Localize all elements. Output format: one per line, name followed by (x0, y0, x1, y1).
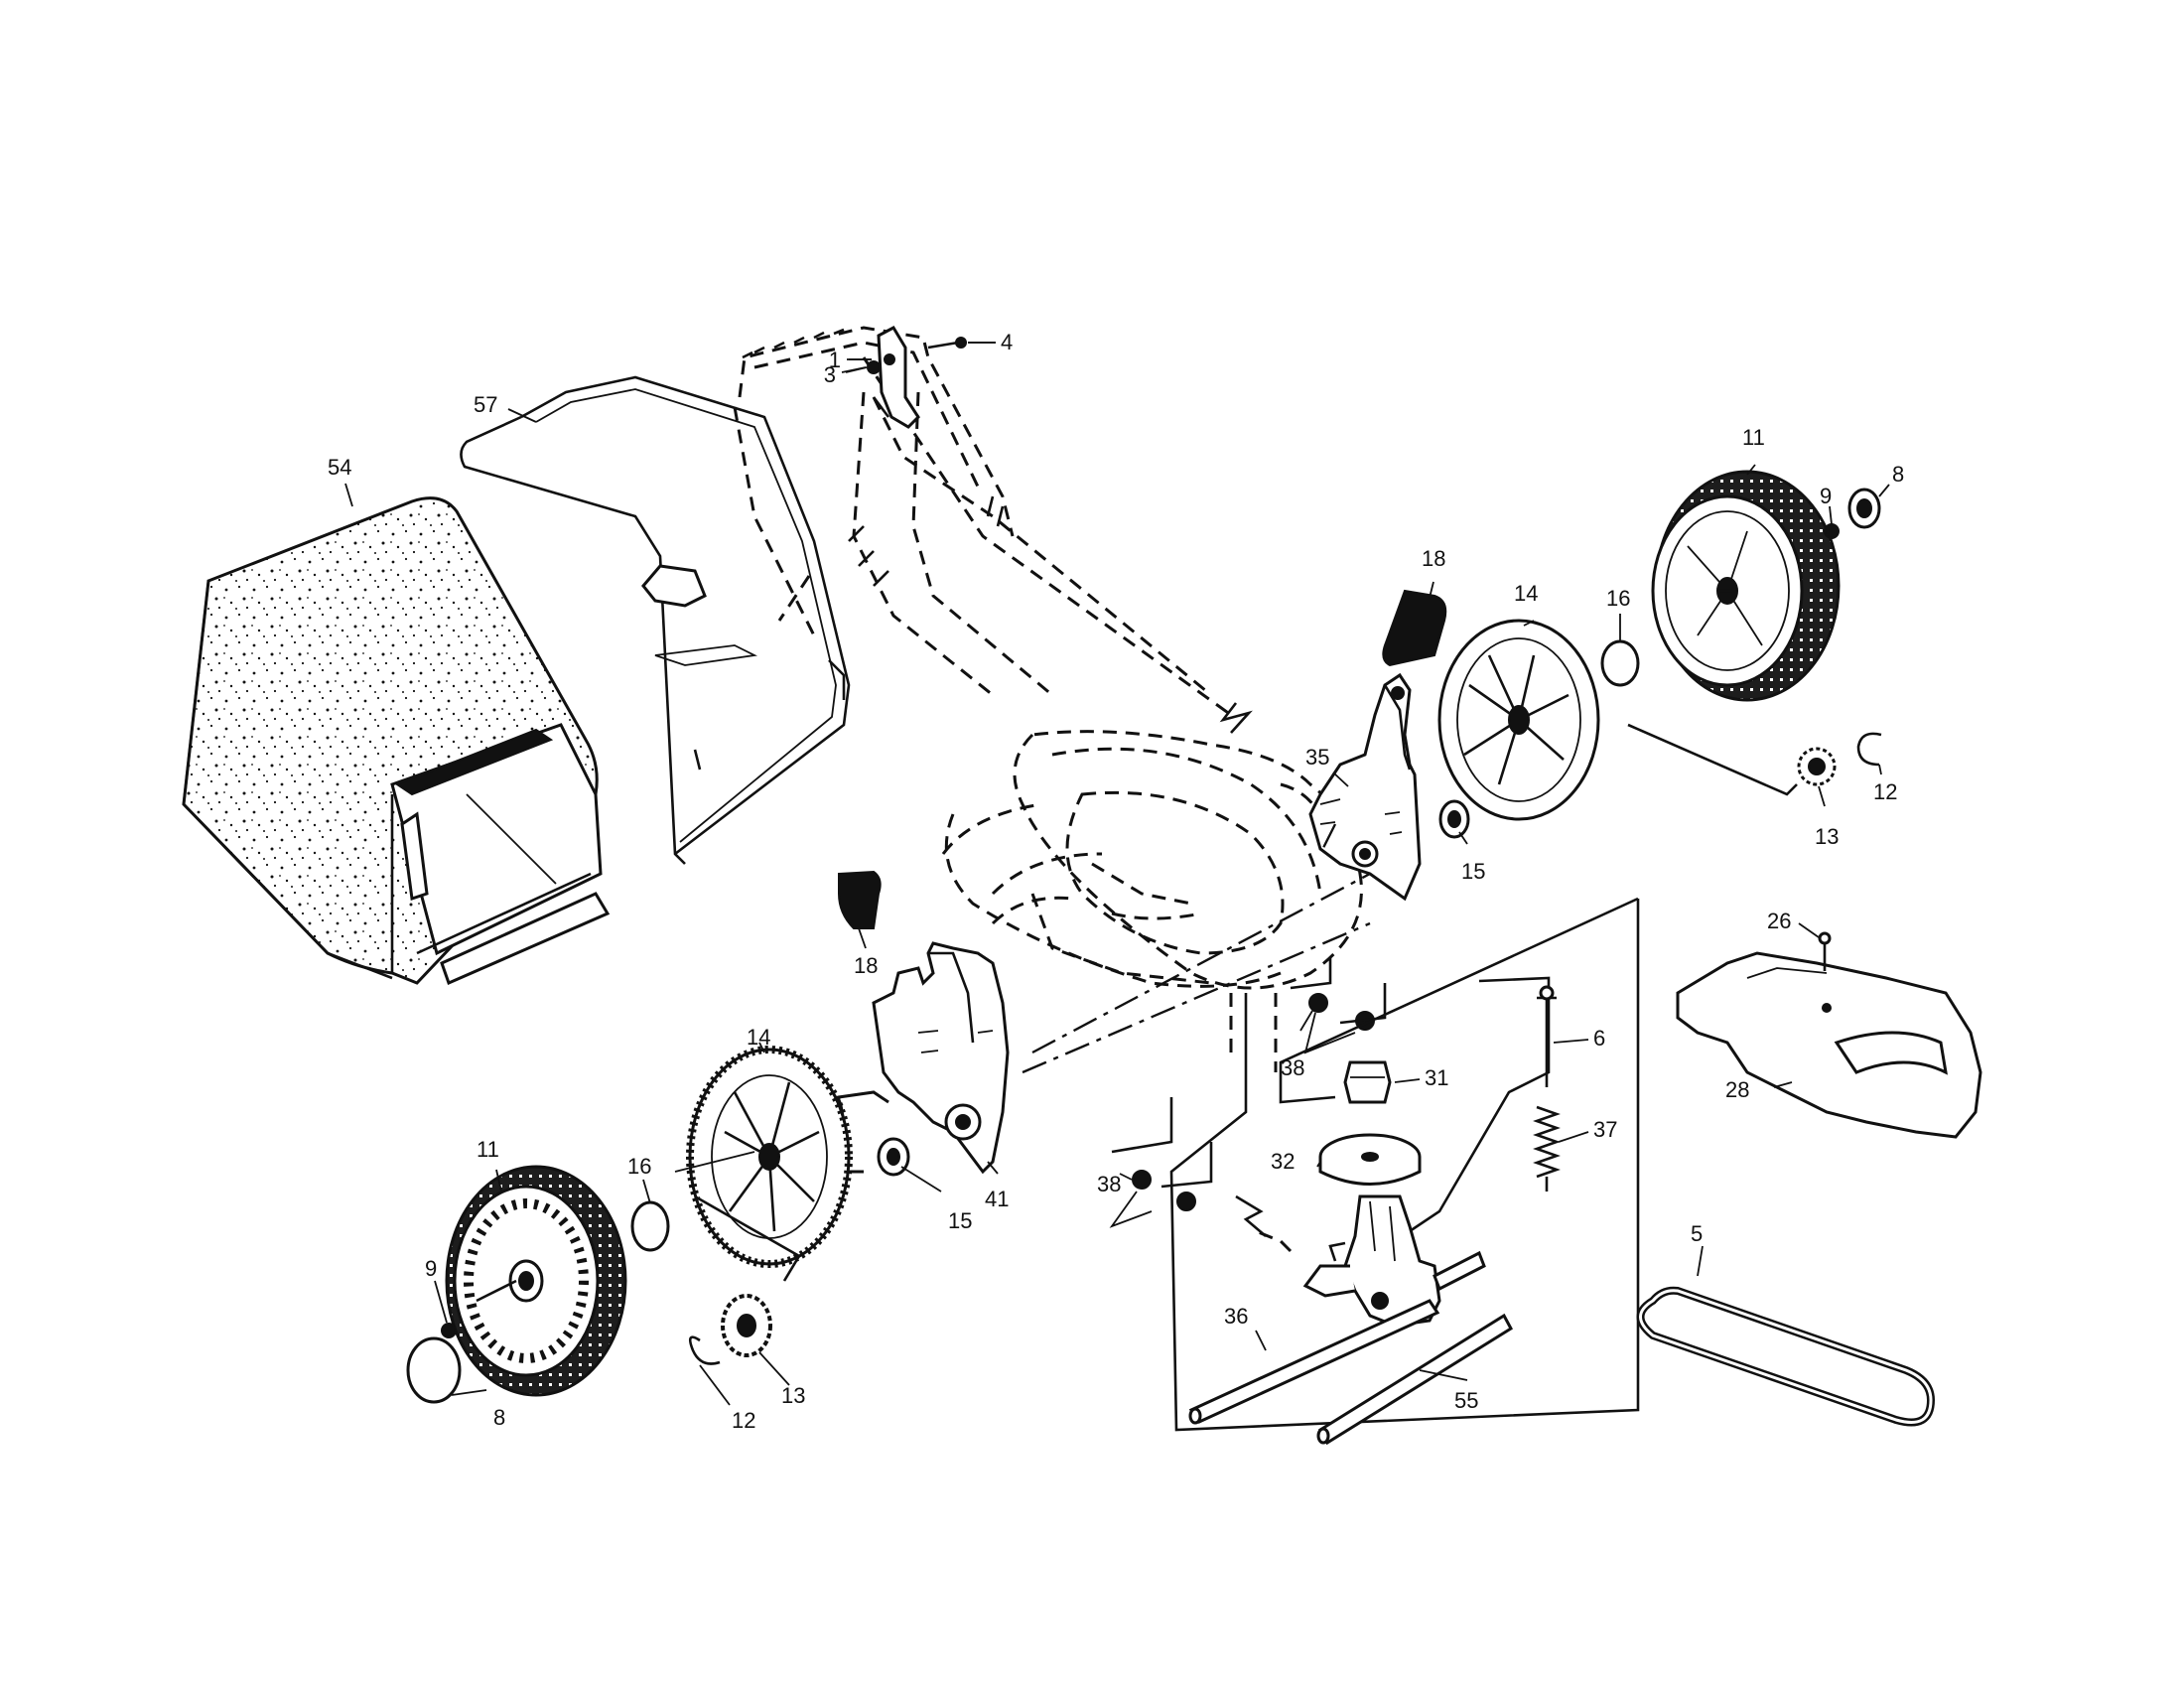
leader-axle-left (694, 1194, 801, 1282)
label-8-right: 8 (1892, 462, 1904, 487)
label-26: 26 (1767, 909, 1791, 933)
handle-outline (733, 326, 1232, 717)
label-9-left: 9 (425, 1256, 437, 1281)
nut-group-left (1109, 1097, 1213, 1228)
label-3: 3 (824, 362, 836, 387)
eclip-12-left (688, 1335, 721, 1365)
pulley-32 (1318, 1133, 1422, 1186)
label-13-right: 13 (1815, 824, 1839, 849)
gear-13-left (721, 1294, 772, 1357)
label-37: 37 (1593, 1117, 1617, 1142)
height-adjuster-right (1308, 672, 1422, 902)
washer-16-left (630, 1200, 670, 1252)
leader-axle-right (1627, 723, 1798, 796)
label-5: 5 (1691, 1221, 1703, 1246)
rear-axle-centerline-2 (1031, 872, 1371, 1054)
axle-hint-left (674, 1151, 755, 1173)
label-12-right: 12 (1873, 779, 1897, 804)
label-6: 6 (1593, 1026, 1605, 1051)
pivot-cover-right (1382, 589, 1447, 667)
transmission (1235, 1194, 1441, 1328)
label-35: 35 (1305, 745, 1329, 770)
eclip-12-right (1856, 732, 1882, 767)
grass-bag (182, 496, 611, 986)
label-15-left: 15 (948, 1208, 972, 1233)
drive-assembly-frame (1169, 897, 1640, 1432)
label-31: 31 (1425, 1065, 1448, 1090)
label-1: 1 (829, 348, 841, 372)
bolt-6 (1537, 985, 1557, 1087)
washer-right (1438, 799, 1470, 839)
label-14-right: 14 (1514, 581, 1538, 606)
part-label-group: 1 3 4 57 54 11 9 8 18 14 16 35 12 13 15 … (328, 330, 1904, 1433)
nut-31 (1343, 1060, 1392, 1104)
label-38-right: 38 (1281, 1055, 1304, 1080)
gear-13-right (1797, 747, 1837, 786)
rod-55 (1316, 1313, 1513, 1446)
label-36: 36 (1224, 1304, 1248, 1329)
rear-axle-centerline (1022, 921, 1371, 1074)
hubcap-8-left (406, 1336, 462, 1404)
leader-lines (344, 342, 1890, 1406)
spring-37 (1533, 1105, 1561, 1192)
nut-group-right (1290, 958, 1387, 1054)
label-9-right: 9 (1820, 484, 1832, 508)
label-38-left: 38 (1097, 1172, 1121, 1196)
wheel-right (1651, 470, 1841, 702)
label-11-left: 11 (477, 1137, 499, 1162)
belt-5 (1636, 1286, 1936, 1427)
label-32: 32 (1271, 1149, 1295, 1174)
label-8-left: 8 (493, 1405, 505, 1430)
label-15-right: 15 (1461, 859, 1485, 884)
height-adjuster-left (826, 941, 1010, 1179)
label-11-right: 11 (1742, 425, 1765, 450)
label-55: 55 (1454, 1388, 1478, 1413)
wheel-left (445, 1165, 627, 1397)
label-57: 57 (474, 392, 497, 417)
label-13-left: 13 (781, 1383, 805, 1408)
label-28: 28 (1725, 1077, 1749, 1102)
label-4: 4 (1001, 330, 1013, 354)
wheel-cover-right (1437, 619, 1600, 821)
label-12-left: 12 (732, 1408, 755, 1433)
bag-frame (460, 375, 851, 865)
label-18-right: 18 (1422, 546, 1445, 571)
drive-shaft-36 (1188, 1250, 1486, 1425)
nut-9-left (441, 1323, 457, 1338)
label-18-left: 18 (854, 953, 878, 978)
washer-16-right (1600, 639, 1640, 687)
drive-link-line (1409, 976, 1551, 1233)
screw-26 (1818, 931, 1832, 971)
label-54: 54 (328, 455, 351, 480)
label-14-left: 14 (747, 1025, 770, 1050)
wheel-cover-left (686, 1046, 853, 1268)
hubcap-8-right (1847, 488, 1881, 529)
pivot-cover-left (838, 870, 882, 929)
belt-cover (1676, 951, 1982, 1139)
washer-left (877, 1137, 910, 1177)
label-16-right: 16 (1606, 586, 1630, 611)
label-16-left: 16 (627, 1154, 651, 1179)
mower-deck-outline (941, 702, 1363, 990)
nut-9-right (1824, 523, 1840, 539)
label-41: 41 (985, 1187, 1009, 1211)
